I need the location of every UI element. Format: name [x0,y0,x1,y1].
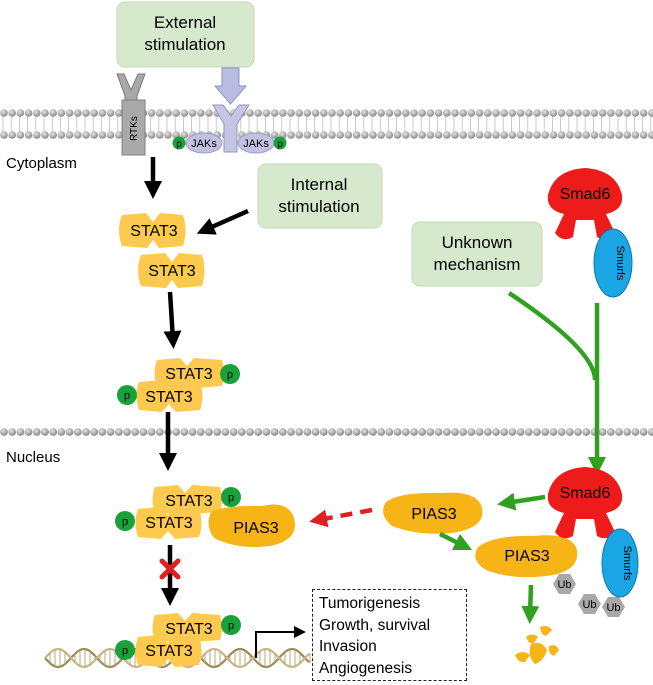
smad6-label-1: Smad6 [560,186,611,203]
outcome-item-2: Growth, survival [319,616,431,634]
external-label-line1: External [154,13,216,32]
pias3-label-3: PIAS3 [504,548,549,565]
stat3-dimer-dna: STAT3 STAT3 p p [115,613,241,667]
block-x-icon [159,558,181,580]
red-dashed-arrow [309,507,373,528]
pias3-label-2: PIAS3 [411,506,456,523]
external-label-line2: stimulation [144,35,225,54]
outcome-item-1: Tumorigenesis [319,595,421,612]
jak-right: JAKs p [237,132,287,154]
outcomes-box: Tumorigenesis Growth, survival Invasion … [312,589,467,681]
stat3-label-4: STAT3 [145,389,193,406]
smurfs-label-2: Smurfs [621,546,633,581]
ub-label-1: Ub [557,579,571,591]
jaks-right-label: JAKs [243,138,269,150]
stat3-label-2: STAT3 [148,263,196,280]
cytoplasm-label: Cytoplasm [6,155,77,172]
smad6-label-2: Smad6 [560,485,611,502]
green-converge-curve [507,291,598,381]
rtk-receptor: RTKs [116,73,146,156]
pias3-label-1: PIAS3 [233,520,278,537]
internal-stimulation-box: Internal stimulation [257,163,383,229]
jak-left: JAKs p [172,132,223,154]
unknown-label-line1: Unknown [442,233,513,252]
p-label-5: p [228,620,234,632]
stat3-label-3: STAT3 [165,366,213,383]
ub-label-2: Ub [582,599,596,611]
stat3-label-7: STAT3 [165,621,213,638]
pias3-ubiquitinated: PIAS3 [475,535,578,578]
stat3-label-1: STAT3 [130,223,178,240]
stat3-label-5: STAT3 [165,493,213,510]
ub-chain: Ub Ub Ub [553,574,625,617]
arrow-stat3-to-dimer [163,291,182,349]
unknown-mechanism-box: Unknown mechanism [411,221,543,287]
stat3-dimer-pias3-complex: STAT3 STAT3 p p PIAS3 [115,485,295,547]
stat3-label-8: STAT3 [145,643,193,660]
nucleus-label: Nucleus [6,449,60,466]
jak-left-p-label: p [176,139,182,150]
green-arrow-to-pias3 [497,492,546,511]
pias3-free: PIAS3 [383,492,483,534]
p-label-4: p [122,516,128,528]
stat3-monomer-upper: STAT3 [119,213,186,248]
transcription-arrow [255,626,306,658]
plasma-membrane [0,109,653,139]
smurfs-label-1: Smurfs [614,246,626,281]
stat3-monomer-lower: STAT3 [138,253,205,288]
green-arrow-pias3-ub [438,531,473,551]
arrow-internal-to-stat3 [196,208,249,235]
outcome-item-4: Angiogenesis [319,659,413,677]
internal-label-line1: Internal [291,175,348,194]
nuclear-membrane [0,428,653,436]
stat3-label-6: STAT3 [145,515,193,532]
p-label-6: p [122,645,128,657]
green-arrow-degradation [521,584,540,624]
degraded-pias3-fragments [515,626,559,664]
unknown-label-line2: mechanism [434,255,521,274]
p-label-3: p [228,492,234,504]
p-label-1: p [227,369,233,381]
jaks-left-label: JAKs [191,138,217,150]
smad6-smurfs-top: Smad6 Smurfs [547,168,633,298]
cytokine-receptor [212,67,250,153]
ub-label-3: Ub [606,602,620,614]
jak-right-p-label: p [277,139,283,150]
internal-label-line2: stimulation [278,197,359,216]
rtks-label: RTKs [129,116,140,141]
smad6-smurfs-bottom: Smad6 Smurfs [547,467,639,598]
green-arrows [438,291,606,624]
outcome-item-3: Invasion [319,638,377,655]
external-stimulation-box: External stimulation [116,1,255,68]
stat3-dimer-cytoplasm: STAT3 STAT3 p p [117,358,240,412]
p-label-2: p [124,390,130,402]
